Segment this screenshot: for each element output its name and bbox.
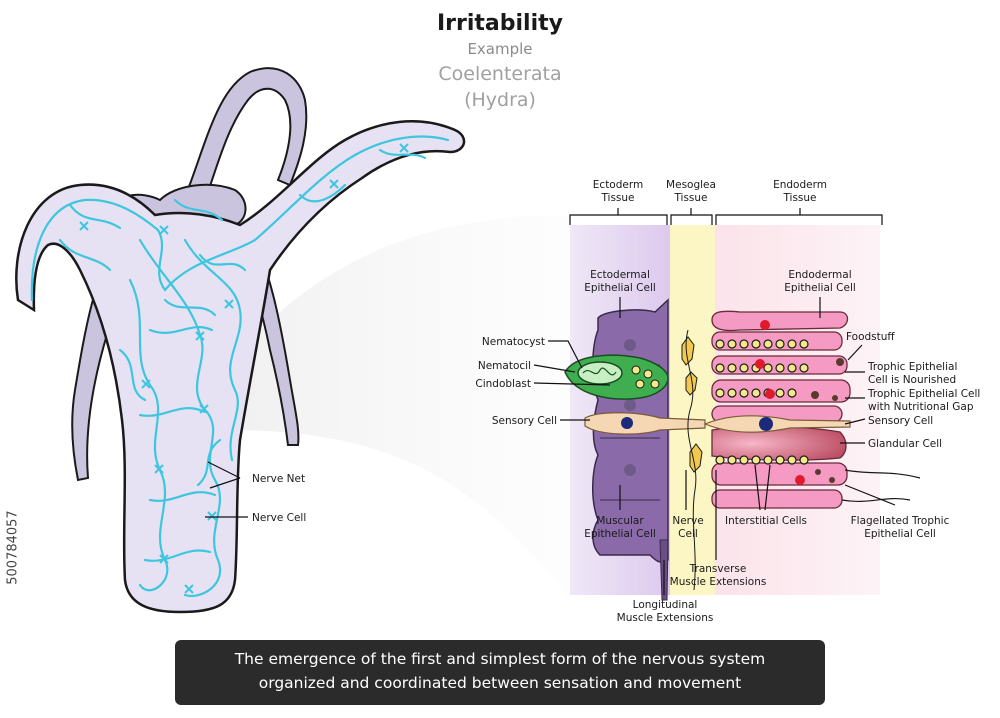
- sensory-cell-nucleus: [621, 417, 633, 429]
- side-id-text: 500784057: [5, 510, 21, 585]
- label-nerve-net: Nerve Net: [252, 473, 305, 485]
- header-endoderm-2: Tissue: [782, 192, 816, 204]
- sensory-cell-ectoderm: [584, 412, 706, 435]
- label-endodermal-epithelial-1: Endodermal: [788, 269, 851, 281]
- endoderm-nuclei-red: [755, 320, 805, 485]
- label-sensory-cell-left: Sensory Cell: [492, 415, 557, 427]
- label-flagellated-2: Epithelial Cell: [864, 528, 936, 540]
- caption-line-2: organized and coordinated between sensat…: [258, 674, 742, 692]
- label-cindoblast: Cindoblast: [475, 378, 531, 390]
- label-glandular-cell: Glandular Cell: [868, 438, 942, 450]
- mesoglea-nerve-fibers: [685, 329, 697, 591]
- zoom-beam: [225, 215, 570, 600]
- nematocyst-capsule: [577, 361, 623, 385]
- tissue-cross-section: [564, 208, 921, 601]
- header-mesoglea-2: Tissue: [673, 192, 707, 204]
- label-transverse-1: Transverse: [689, 563, 747, 575]
- mesoglea-nerve-cells: [681, 336, 703, 473]
- label-nematocyst: Nematocyst: [482, 336, 545, 348]
- nerve-cell-markers: [79, 143, 409, 594]
- label-ectodermal-epithelial-1: Ectodermal: [590, 269, 650, 281]
- header-ectoderm-1: Ectoderm: [593, 179, 643, 191]
- cnidoblast-vacuoles: [631, 365, 660, 389]
- nematocyst-thread: [582, 367, 617, 376]
- label-trophic-gap-1: Trophic Epithelial Cell: [867, 388, 980, 400]
- caption-box: The emergence of the first and simplest …: [175, 640, 825, 705]
- label-interstitial-cells: Interstitial Cells: [725, 515, 807, 527]
- flagella: [841, 469, 921, 503]
- label-endodermal-epithelial-2: Epithelial Cell: [784, 282, 856, 294]
- header-ectoderm-2: Tissue: [600, 192, 634, 204]
- label-nerve-cell: Nerve Cell: [252, 512, 306, 524]
- label-transverse-2: Muscle Extensions: [670, 576, 767, 588]
- label-longitudinal-1: Longitudinal: [633, 599, 698, 611]
- endoderm-bracket: [715, 208, 883, 225]
- label-ectodermal-epithelial-2: Epithelial Cell: [584, 282, 656, 294]
- caption-line-1: The emergence of the first and simplest …: [234, 650, 766, 668]
- label-muscular-epithelial-2: Epithelial Cell: [584, 528, 656, 540]
- header-mesoglea-1: Mesoglea: [666, 179, 716, 191]
- subtitle-organism: (Hydra): [464, 89, 536, 111]
- subtitle-group: Coelenterata: [438, 63, 561, 85]
- label-trophic-nourished-1: Trophic Epithelial: [867, 361, 957, 373]
- label-muscular-epithelial-1: Muscular: [596, 515, 644, 527]
- hydra-illustration: [15, 67, 466, 614]
- label-trophic-gap-2: with Nutritional Gap: [868, 401, 974, 413]
- mesoglea-bracket: [670, 208, 713, 225]
- ectodermal-cell-nuclei: [624, 339, 636, 476]
- label-nerve-cell-1: Nerve: [672, 515, 703, 527]
- hydra-body: [15, 120, 466, 614]
- title: Irritability: [437, 11, 563, 36]
- label-nematocil: Nematocil: [478, 360, 531, 372]
- cell-leader-lines: [533, 297, 896, 595]
- mesoglea-region: [670, 225, 715, 595]
- label-sensory-cell-right: Sensory Cell: [868, 415, 933, 427]
- label-longitudinal-2: Muscle Extensions: [617, 612, 714, 624]
- label-trophic-nourished-2: Cell is Nourished: [868, 374, 956, 386]
- label-foodstuff: Foodstuff: [846, 331, 895, 343]
- label-nerve-cell-2: Cell: [678, 528, 698, 540]
- header-endoderm-1: Endoderm: [773, 179, 827, 191]
- sensory-cell-endoderm: [703, 415, 851, 433]
- endoderm-food-particles: [811, 358, 844, 483]
- nerve-net-leader: [207, 461, 241, 489]
- ectoderm-bracket: [569, 208, 668, 225]
- sensory-cell-endoderm-nucleus: [759, 417, 773, 431]
- label-flagellated-1: Flagellated Trophic: [851, 515, 950, 527]
- subtitle-example: Example: [467, 40, 532, 58]
